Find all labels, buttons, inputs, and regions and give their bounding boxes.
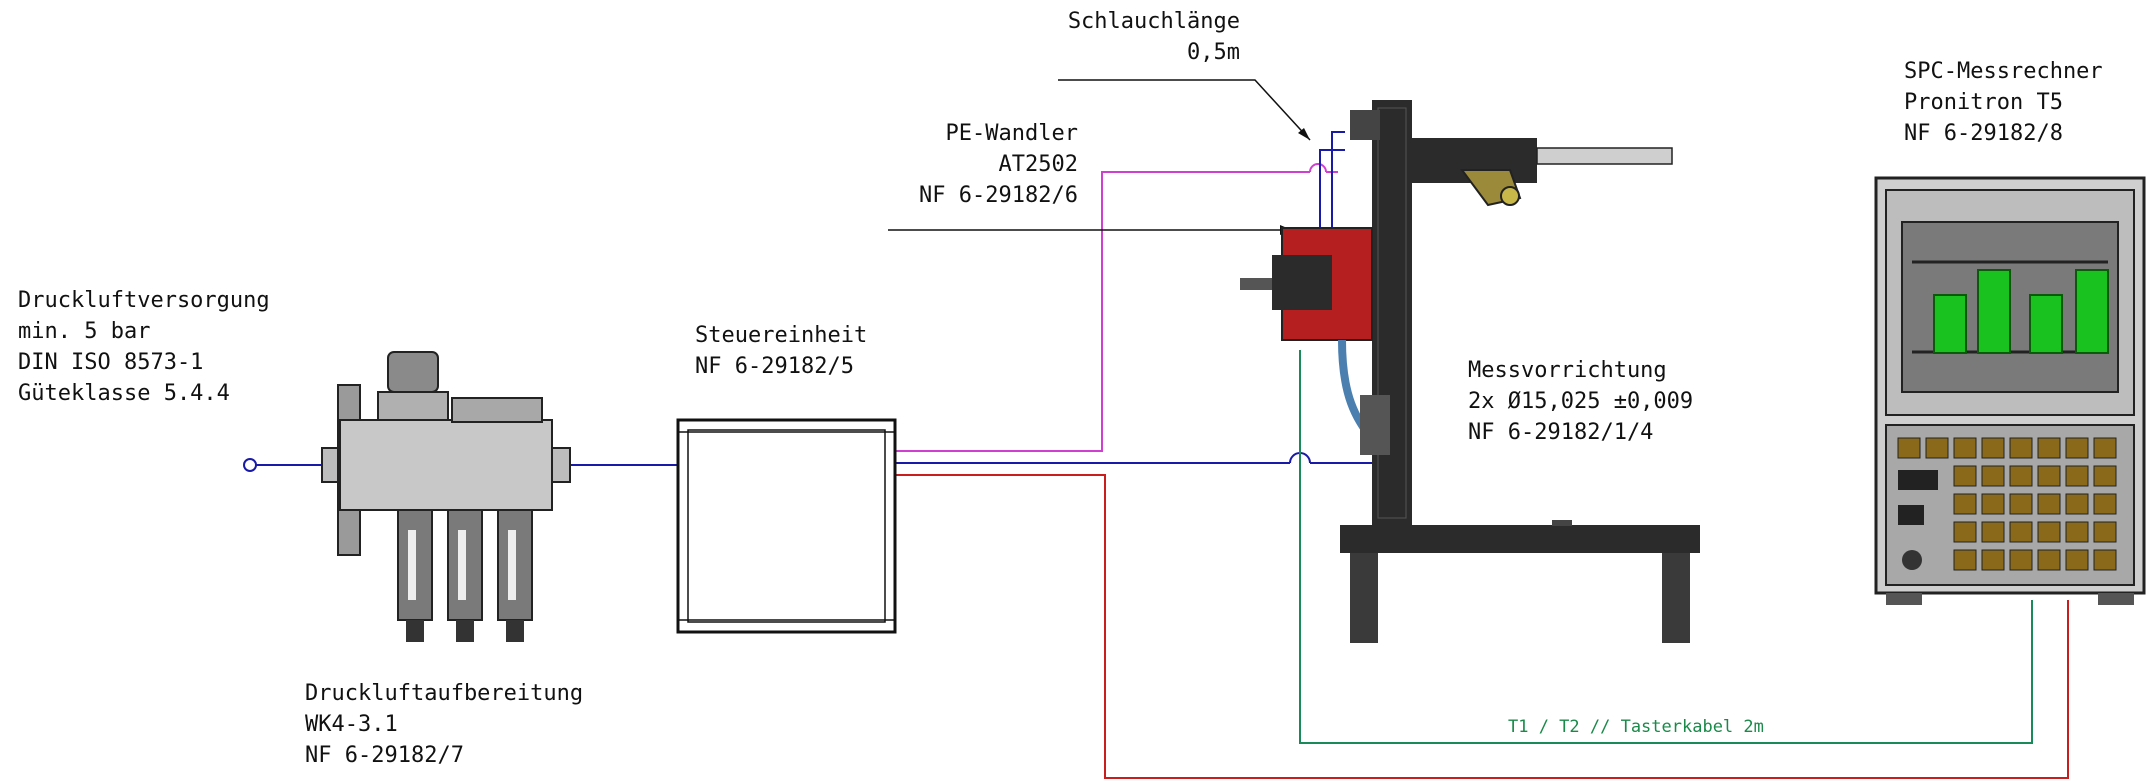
spc-key <box>2009 549 2033 571</box>
spc-key <box>1953 493 1977 515</box>
air-supply-line-1: Druckluftversorgung <box>18 288 270 313</box>
spc-key <box>1981 465 2005 487</box>
spc-key <box>1953 549 1977 571</box>
spc-key <box>1981 493 2005 515</box>
spc-computer-line-3: NF 6-29182/8 <box>1904 121 2063 146</box>
spc-key <box>2009 521 2033 543</box>
spc-keypad <box>1897 437 2117 571</box>
spc-key <box>1953 437 1977 459</box>
spc-key <box>1897 437 1921 459</box>
spc-key <box>2093 521 2117 543</box>
spc-key <box>2037 437 2061 459</box>
spc-key <box>2009 465 2033 487</box>
spc-key <box>1925 437 1949 459</box>
air-supply-line-3: DIN ISO 8573-1 <box>18 350 204 375</box>
spc-key <box>1981 549 2005 571</box>
spc-key <box>2093 493 2117 515</box>
measuring-device <box>1240 100 1700 643</box>
air-supply-line-4: Güteklasse 5.4.4 <box>18 381 230 406</box>
pe-converter-line-1: PE-Wandler <box>945 121 1078 146</box>
spc-key <box>2065 437 2089 459</box>
spc-key <box>2093 465 2117 487</box>
power-line <box>895 474 2069 779</box>
spc-computer-label: SPC-Messrechner Pronitron T5 NF 6-29182/… <box>1904 56 2103 149</box>
air-supply-line-2: min. 5 bar <box>18 319 151 344</box>
measuring-device-line-1: Messvorrichtung <box>1468 358 1667 383</box>
air-preparation-label: Druckluftaufbereitung WK4-3.1 NF 6-29182… <box>305 678 583 771</box>
air-preparation-line-1: Druckluftaufbereitung <box>305 681 584 706</box>
hose-length-line-2: 0,5m <box>1187 40 1240 65</box>
control-unit-label: Steuereinheit NF 6-29182/5 <box>695 320 867 382</box>
control-unit-line-1: Steuereinheit <box>695 323 868 348</box>
control-unit-line-2: NF 6-29182/5 <box>695 354 854 379</box>
air-preparation-line-3: NF 6-29182/7 <box>305 743 464 768</box>
spc-key <box>2009 493 2033 515</box>
measuring-device-label: Messvorrichtung 2x Ø15,025 ±0,009 NF 6-2… <box>1468 355 1693 448</box>
spc-key <box>2065 493 2089 515</box>
pe-converter-label: PE-Wandler AT2502 NF 6-29182/6 <box>919 118 1078 211</box>
pe-converter-line-2: AT2502 <box>998 152 1078 177</box>
spc-key <box>2065 465 2089 487</box>
air-preparation-line-2: WK4-3.1 <box>305 712 398 737</box>
spc-key <box>2065 549 2089 571</box>
spc-key <box>2093 549 2117 571</box>
pe-converter-line-3: NF 6-29182/6 <box>919 183 1078 208</box>
spc-computer-line-2: Pronitron T5 <box>1904 90 2063 115</box>
spc-key <box>1953 521 1977 543</box>
spc-key <box>2037 493 2061 515</box>
spc-computer-line-1: SPC-Messrechner <box>1904 59 2103 84</box>
spc-key <box>2009 437 2033 459</box>
spc-key <box>2037 549 2061 571</box>
spc-key <box>2065 521 2089 543</box>
control-unit-box <box>676 418 897 634</box>
air-preparation-unit <box>321 351 571 642</box>
spc-key <box>1953 465 1977 487</box>
hose-length-line-1: Schlauchlänge <box>1067 9 1240 34</box>
air-supply-line <box>243 458 678 472</box>
spc-key <box>1981 521 2005 543</box>
measuring-device-line-2: 2x Ø15,025 ±0,009 <box>1468 389 1694 414</box>
spc-key <box>1981 437 2005 459</box>
probe-cable-line <box>1299 350 2033 744</box>
spc-key <box>2037 465 2061 487</box>
air-supply-label: Druckluftversorgung min. 5 bar DIN ISO 8… <box>18 285 270 409</box>
spc-computer <box>1874 176 2146 605</box>
spc-key <box>2037 521 2061 543</box>
measuring-device-line-3: NF 6-29182/1/4 <box>1468 420 1654 445</box>
spc-key <box>2093 437 2117 459</box>
hose-length-label: Schlauchlänge 0,5m <box>1068 6 1240 68</box>
probe-cable-label: T1 / T2 // Tasterkabel 2m <box>1508 717 1764 737</box>
hose-lines <box>1319 131 1345 250</box>
